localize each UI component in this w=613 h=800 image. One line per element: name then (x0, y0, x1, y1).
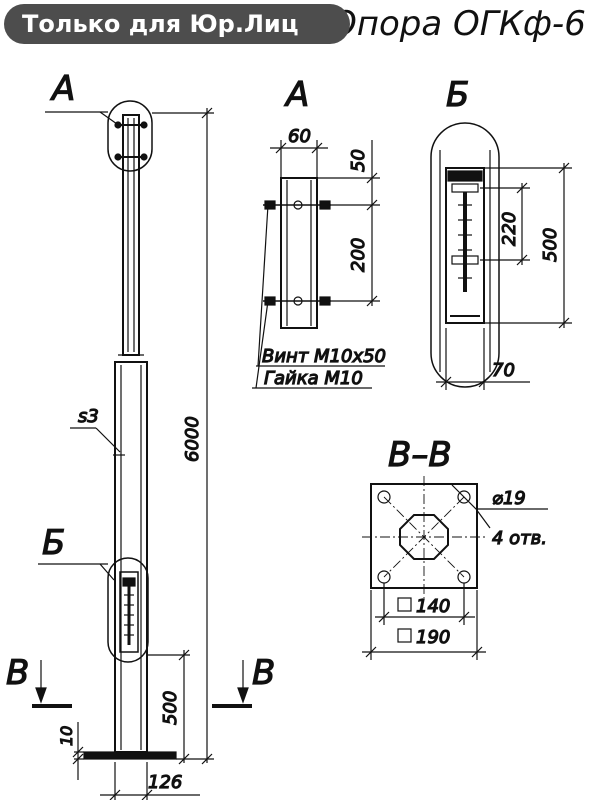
wall-leader (70, 427, 121, 453)
hole-diameter-text: ⌀19 (492, 488, 526, 509)
view-a-callout: А (50, 69, 75, 109)
detail-a-heading: А (284, 75, 309, 115)
base-190-text: 190 (416, 627, 450, 648)
dimension-50-text: 50 (348, 149, 369, 172)
dimension-10 (72, 722, 84, 780)
view-b-callout: Б (42, 523, 65, 563)
detail-b-view (430, 122, 572, 390)
nut-callout: Гайка М10 (264, 368, 363, 389)
wall-thickness-label: s3 (78, 406, 99, 427)
hole-count-text: 4 отв. (492, 528, 547, 549)
detail-a-view (252, 140, 385, 389)
dimension-height (152, 107, 214, 765)
base-140-text: 140 (416, 596, 450, 617)
dimension-10-text: 10 (57, 726, 76, 746)
dimension-70-text: 70 (492, 360, 515, 381)
dimension-126 (100, 762, 200, 800)
dimension-500-b-text: 500 (540, 228, 561, 262)
dimension-500-text: 500 (160, 691, 181, 725)
drawing-title: Опора ОГКф-6 (330, 4, 586, 44)
section-markers (32, 660, 252, 708)
dimension-126-text: 126 (148, 772, 182, 793)
height-dimension-text: 6000 (182, 416, 203, 462)
section-v-right: В (252, 653, 275, 693)
detail-bubble-a (45, 100, 153, 172)
dimension-220-text: 220 (499, 212, 520, 246)
section-v-left: В (6, 653, 29, 693)
watermark-banner: Только для Юр.Лиц (4, 4, 350, 44)
section-vv-plate (362, 476, 548, 660)
dimension-500 (148, 649, 190, 765)
dimension-60-text: 60 (288, 126, 311, 147)
dimension-200-text: 200 (348, 238, 369, 272)
section-vv-heading: В–В (388, 435, 452, 475)
screw-callout: Винт М10х50 (262, 346, 386, 367)
detail-b-heading: Б (446, 75, 469, 115)
detail-bubble-b (38, 557, 149, 663)
main-pole (83, 114, 177, 760)
